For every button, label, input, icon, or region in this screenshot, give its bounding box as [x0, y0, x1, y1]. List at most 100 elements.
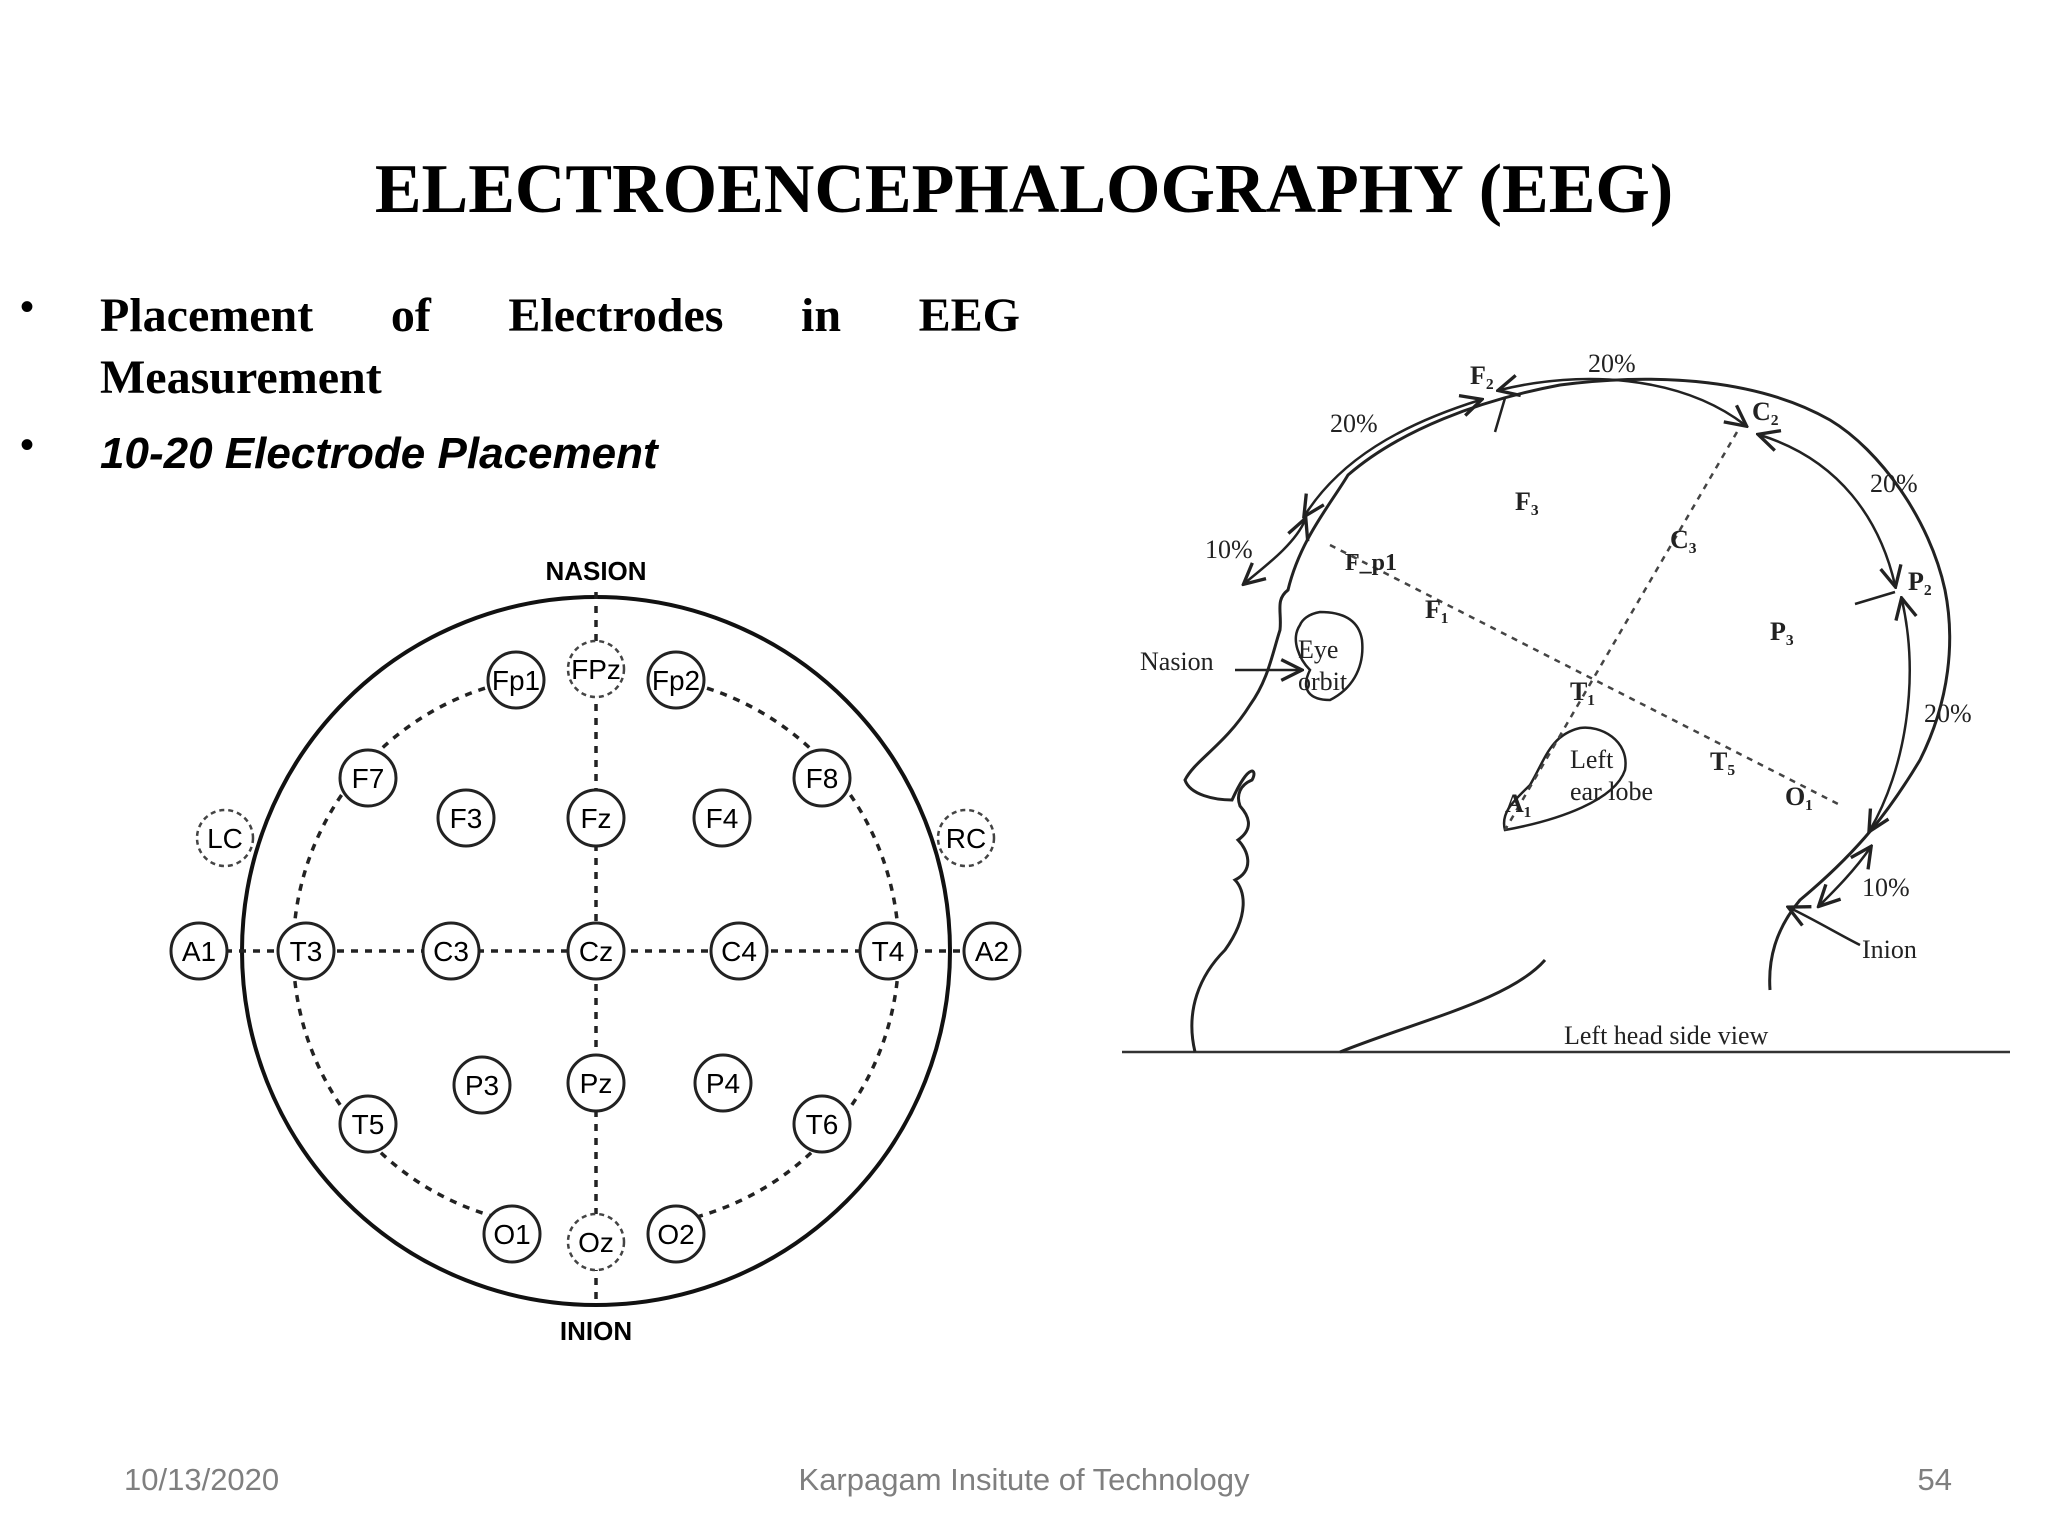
- footer-date: 10/13/2020: [124, 1462, 280, 1497]
- electrode-p3: P3: [452, 1055, 512, 1115]
- tick-f2: [1493, 397, 1507, 433]
- svg-text:F3: F3: [450, 803, 483, 834]
- electrode-fpz: FPz: [566, 639, 626, 699]
- electrode-t4: T4: [858, 921, 918, 981]
- svg-text:RC: RC: [946, 823, 986, 854]
- inion-side-label: Inion: [1862, 935, 1917, 964]
- ear-lobe-outline: [1502, 726, 1627, 832]
- svg-text:F7: F7: [352, 763, 385, 794]
- bullet-list: • Placement of Electrodes in EEG Measure…: [20, 285, 1020, 503]
- electrode-fp1: Fp1: [486, 650, 546, 710]
- electrode-t3: T3: [276, 921, 336, 981]
- bullet-word: Placement: [100, 289, 314, 342]
- point-label-c2: C₂: [1752, 397, 1779, 426]
- bullet-word: in: [801, 289, 842, 342]
- electrode-c3: C3: [421, 921, 481, 981]
- neck-line: [1339, 959, 1547, 1054]
- svg-text:P4: P4: [706, 1068, 740, 1099]
- svg-text:C3: C3: [433, 936, 469, 967]
- slide-title: ELECTROENCEPHALOGRAPHY (EEG): [374, 151, 1674, 228]
- electrode-f7: F7: [338, 748, 398, 808]
- dashed-ring-right: [679, 679, 901, 1223]
- svg-text:LC: LC: [207, 823, 243, 854]
- arrow-20pct-back: [1760, 435, 1895, 585]
- head-profile: [1183, 377, 1952, 1053]
- arrow-10pct-front: [1245, 520, 1305, 583]
- region-label-p3: P₃: [1770, 617, 1794, 646]
- top-view-diagram: NASION INION Fp1 FPz Fp2 F7 F3 Fz F4 F8 …: [169, 556, 1022, 1346]
- electrode-f3: F3: [436, 788, 496, 848]
- svg-text:FPz: FPz: [571, 654, 621, 685]
- region-label-c3: C₃: [1670, 525, 1697, 554]
- point-label-p2: P₂: [1908, 567, 1932, 596]
- footer-page-number: 54: [1917, 1462, 1952, 1497]
- arrow-10pct-back: [1820, 848, 1870, 905]
- bullet-text-1020: 10-20 Electrode Placement: [100, 429, 658, 478]
- side-view-diagram: 10% 20% 20% 20% 20% 10% F₂ C₂ P₂ F₃ C₃ P…: [1122, 349, 2010, 1054]
- bullet-word: Electrodes: [508, 289, 724, 342]
- svg-text:Oz: Oz: [578, 1227, 614, 1258]
- ear-lobe-label: ear lobe: [1570, 777, 1653, 806]
- point-label-a1: A₁: [1505, 789, 1532, 818]
- electrode-o2: O2: [646, 1204, 706, 1264]
- bullet-text-placement: Placement of Electrodes in EEG Measureme…: [100, 285, 1020, 409]
- svg-text:T5: T5: [352, 1109, 385, 1140]
- electrode-a1: A1: [169, 921, 229, 981]
- electrode-cz: Cz: [566, 921, 626, 981]
- tick-p2: [1854, 590, 1896, 606]
- svg-text:Cz: Cz: [579, 936, 613, 967]
- eye-label: Eye: [1298, 635, 1338, 664]
- dashed-ring-left: [291, 679, 513, 1223]
- pct-label: 20%: [1588, 349, 1636, 378]
- point-label-o1: O₁: [1785, 782, 1813, 811]
- pct-label: 20%: [1330, 409, 1378, 438]
- point-label-t1: T₁: [1570, 677, 1595, 706]
- svg-text:Fp2: Fp2: [652, 665, 700, 696]
- svg-text:C4: C4: [721, 936, 757, 967]
- pct-label: 20%: [1870, 469, 1918, 498]
- arrow-20pct-top: [1500, 379, 1745, 425]
- electrode-a2: A2: [962, 921, 1022, 981]
- svg-text:Pz: Pz: [580, 1068, 613, 1099]
- bullet-dot-icon: •: [20, 423, 35, 467]
- pct-label: 10%: [1205, 535, 1253, 564]
- electrode-f4: F4: [692, 788, 752, 848]
- svg-text:F8: F8: [806, 763, 839, 794]
- eye-orbit-outline: [1294, 610, 1364, 702]
- electrode-f8: F8: [792, 748, 852, 808]
- orbit-label: orbit: [1298, 667, 1348, 696]
- electrode-t6: T6: [792, 1094, 852, 1154]
- bullet-word: of: [390, 289, 431, 342]
- electrode-o1: O1: [482, 1204, 542, 1264]
- svg-text:A1: A1: [182, 936, 216, 967]
- arrow-20pct-lower: [1870, 600, 1910, 830]
- svg-text:T6: T6: [806, 1109, 839, 1140]
- electrode-rc: RC: [936, 808, 996, 868]
- inion-label: INION: [560, 1316, 632, 1346]
- svg-text:O1: O1: [493, 1219, 530, 1250]
- svg-text:Fp1: Fp1: [492, 665, 540, 696]
- svg-text:T3: T3: [290, 936, 323, 967]
- svg-text:A2: A2: [975, 936, 1009, 967]
- bullet-line2: Measurement: [100, 351, 382, 404]
- region-label-f3: F₃: [1515, 487, 1539, 516]
- point-label-t5: T₅: [1710, 747, 1735, 776]
- bullet-item: • 10-20 Electrode Placement: [20, 423, 1020, 485]
- electrode-oz: Oz: [566, 1212, 626, 1272]
- point-label-fp1: F_p1: [1345, 550, 1397, 576]
- nasion-side-label: Nasion: [1140, 647, 1214, 676]
- svg-text:T4: T4: [872, 936, 905, 967]
- svg-text:P3: P3: [465, 1070, 499, 1101]
- electrode-lc: LC: [195, 808, 255, 868]
- pct-label: 10%: [1862, 873, 1910, 902]
- electrode-t5: T5: [338, 1094, 398, 1154]
- side-view-caption: Left head side view: [1564, 1021, 1769, 1050]
- svg-text:O2: O2: [657, 1219, 694, 1250]
- arrow-inion-pointer: [1790, 908, 1861, 947]
- svg-text:F4: F4: [706, 803, 739, 834]
- arrow-20pct-front: [1305, 400, 1480, 515]
- pct-label: 20%: [1924, 699, 1972, 728]
- point-label-f1: F₁: [1425, 595, 1449, 624]
- svg-text:Fz: Fz: [580, 803, 611, 834]
